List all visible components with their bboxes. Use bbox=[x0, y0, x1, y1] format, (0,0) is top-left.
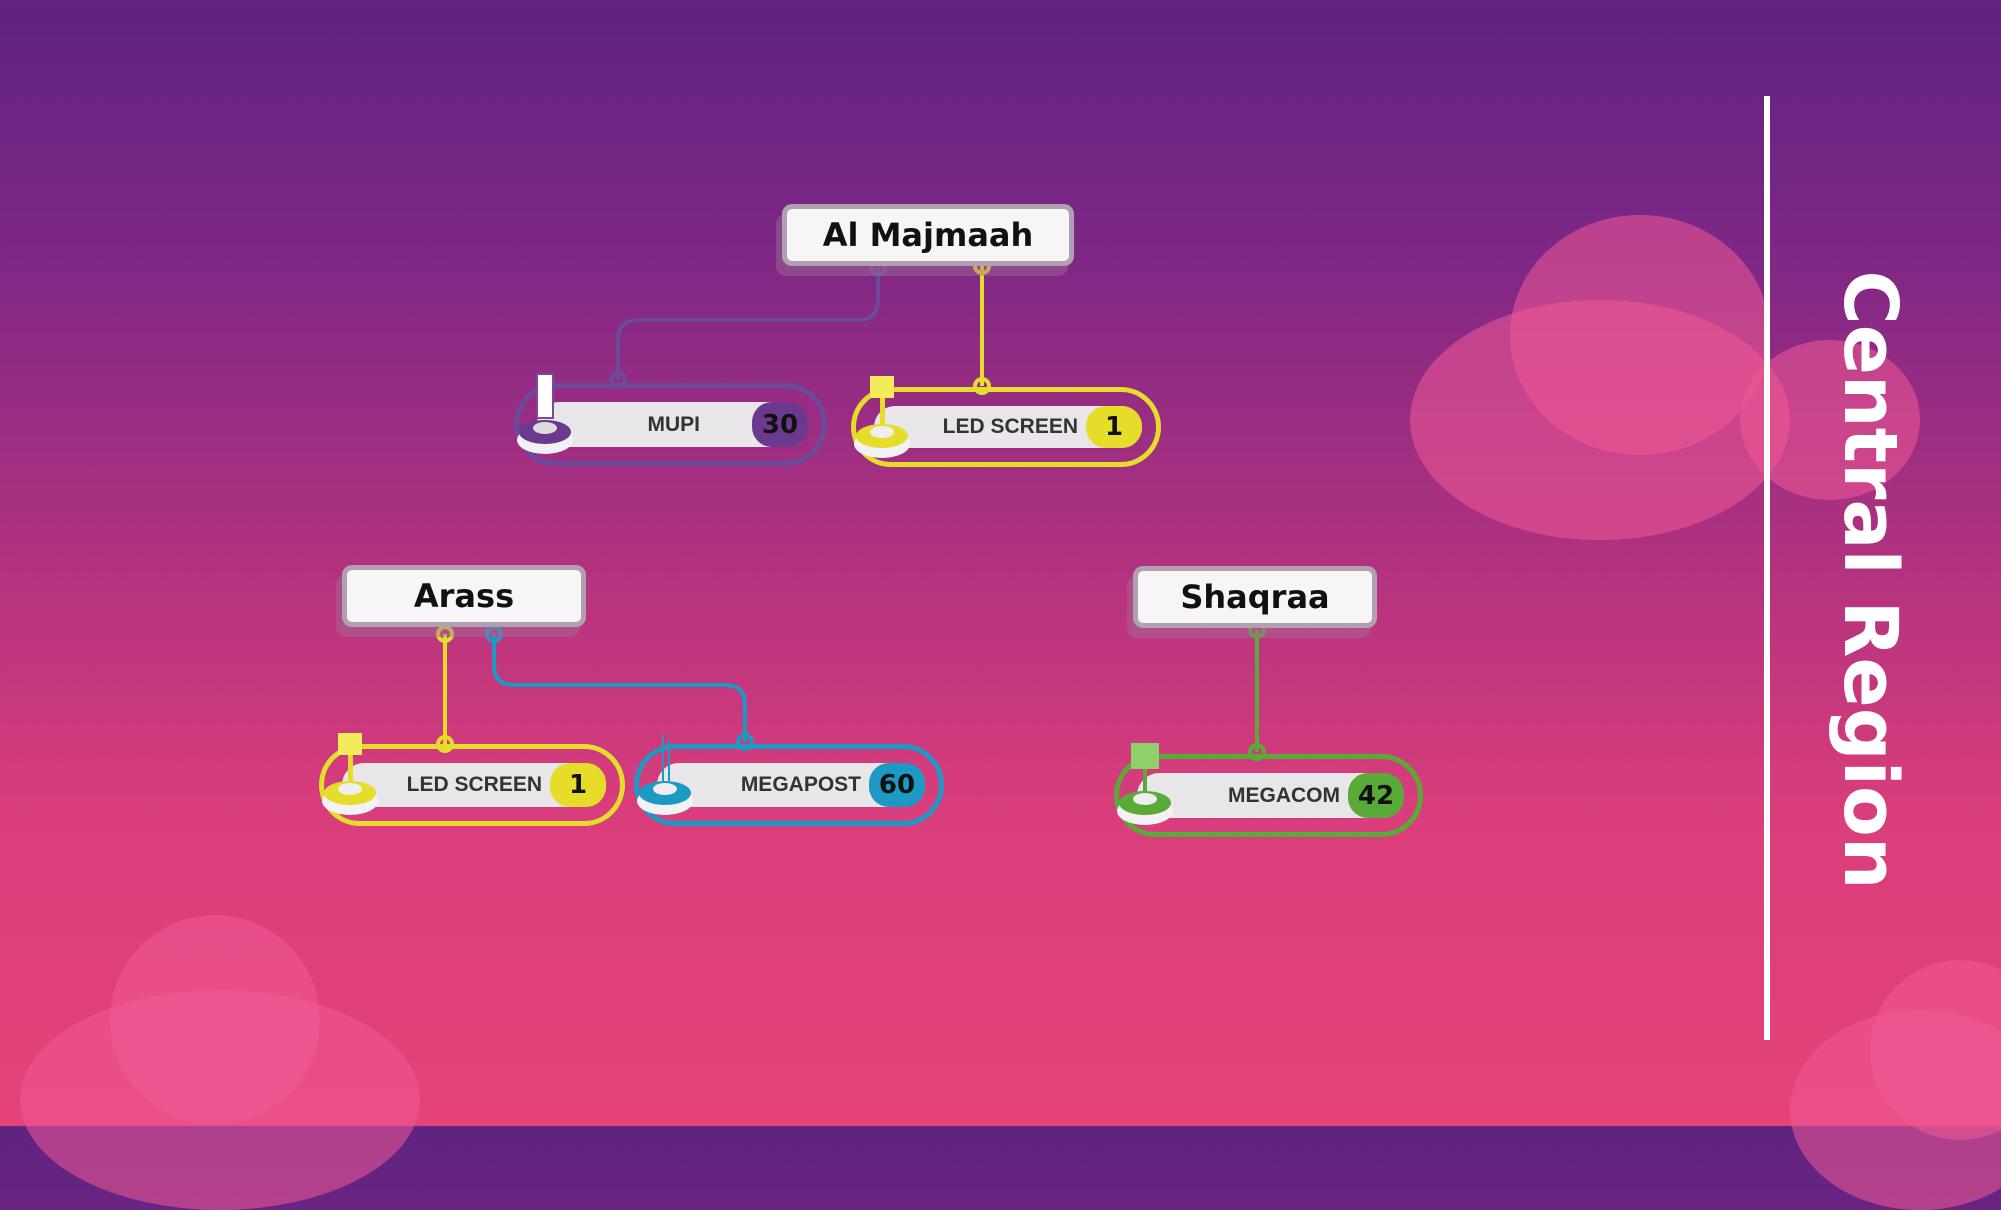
megacom-icon bbox=[1117, 743, 1173, 825]
connector-lines bbox=[436, 257, 1266, 761]
media-label: LED SCREEN bbox=[942, 415, 1078, 438]
media-label: LED SCREEN bbox=[406, 773, 542, 796]
location-name: Arass bbox=[413, 577, 515, 615]
media-count: 60 bbox=[869, 763, 925, 807]
connector-node bbox=[1248, 743, 1266, 761]
cloud-decoration bbox=[110, 915, 320, 1125]
location-name: Al Majmaah bbox=[822, 216, 1034, 254]
media-count: 30 bbox=[752, 402, 808, 447]
media-label: MEGACOM bbox=[1228, 783, 1340, 807]
location-arass: Arass bbox=[342, 565, 586, 627]
mupi-icon bbox=[517, 373, 573, 454]
media-item-led-screen: LED SCREEN 1 bbox=[851, 376, 1161, 467]
cloud-decoration bbox=[1510, 215, 1770, 455]
connector-node bbox=[485, 625, 503, 643]
media-label: MEGAPOST bbox=[740, 773, 861, 796]
connector-mupi bbox=[616, 268, 880, 380]
media-item-megacom: MEGACOM 42 bbox=[1114, 743, 1423, 837]
connector-node bbox=[736, 733, 754, 751]
connector-node bbox=[973, 377, 991, 395]
media-count: 1 bbox=[550, 763, 606, 807]
region-title: Central Region bbox=[1827, 270, 1913, 890]
location-name: Shaqraa bbox=[1180, 578, 1330, 616]
location-shaqraa: Shaqraa bbox=[1133, 566, 1377, 628]
connector-megapost bbox=[492, 634, 747, 742]
location-al-majmaah: Al Majmaah bbox=[782, 204, 1074, 266]
media-label: MUPI bbox=[647, 412, 701, 436]
media-item-mupi: MUPI 30 bbox=[514, 373, 827, 466]
megapost-icon bbox=[637, 735, 693, 815]
cloud-decoration bbox=[1740, 340, 1920, 500]
media-count: 1 bbox=[1086, 406, 1142, 448]
led-screen-icon bbox=[854, 376, 910, 458]
media-item-led-screen: LED SCREEN 1 bbox=[319, 733, 625, 826]
led-screen-icon bbox=[322, 733, 378, 815]
connector-node bbox=[436, 625, 454, 643]
divider-line bbox=[1764, 96, 1770, 1040]
media-item-megapost: MEGAPOST 60 bbox=[634, 735, 944, 826]
media-count: 42 bbox=[1348, 773, 1404, 818]
